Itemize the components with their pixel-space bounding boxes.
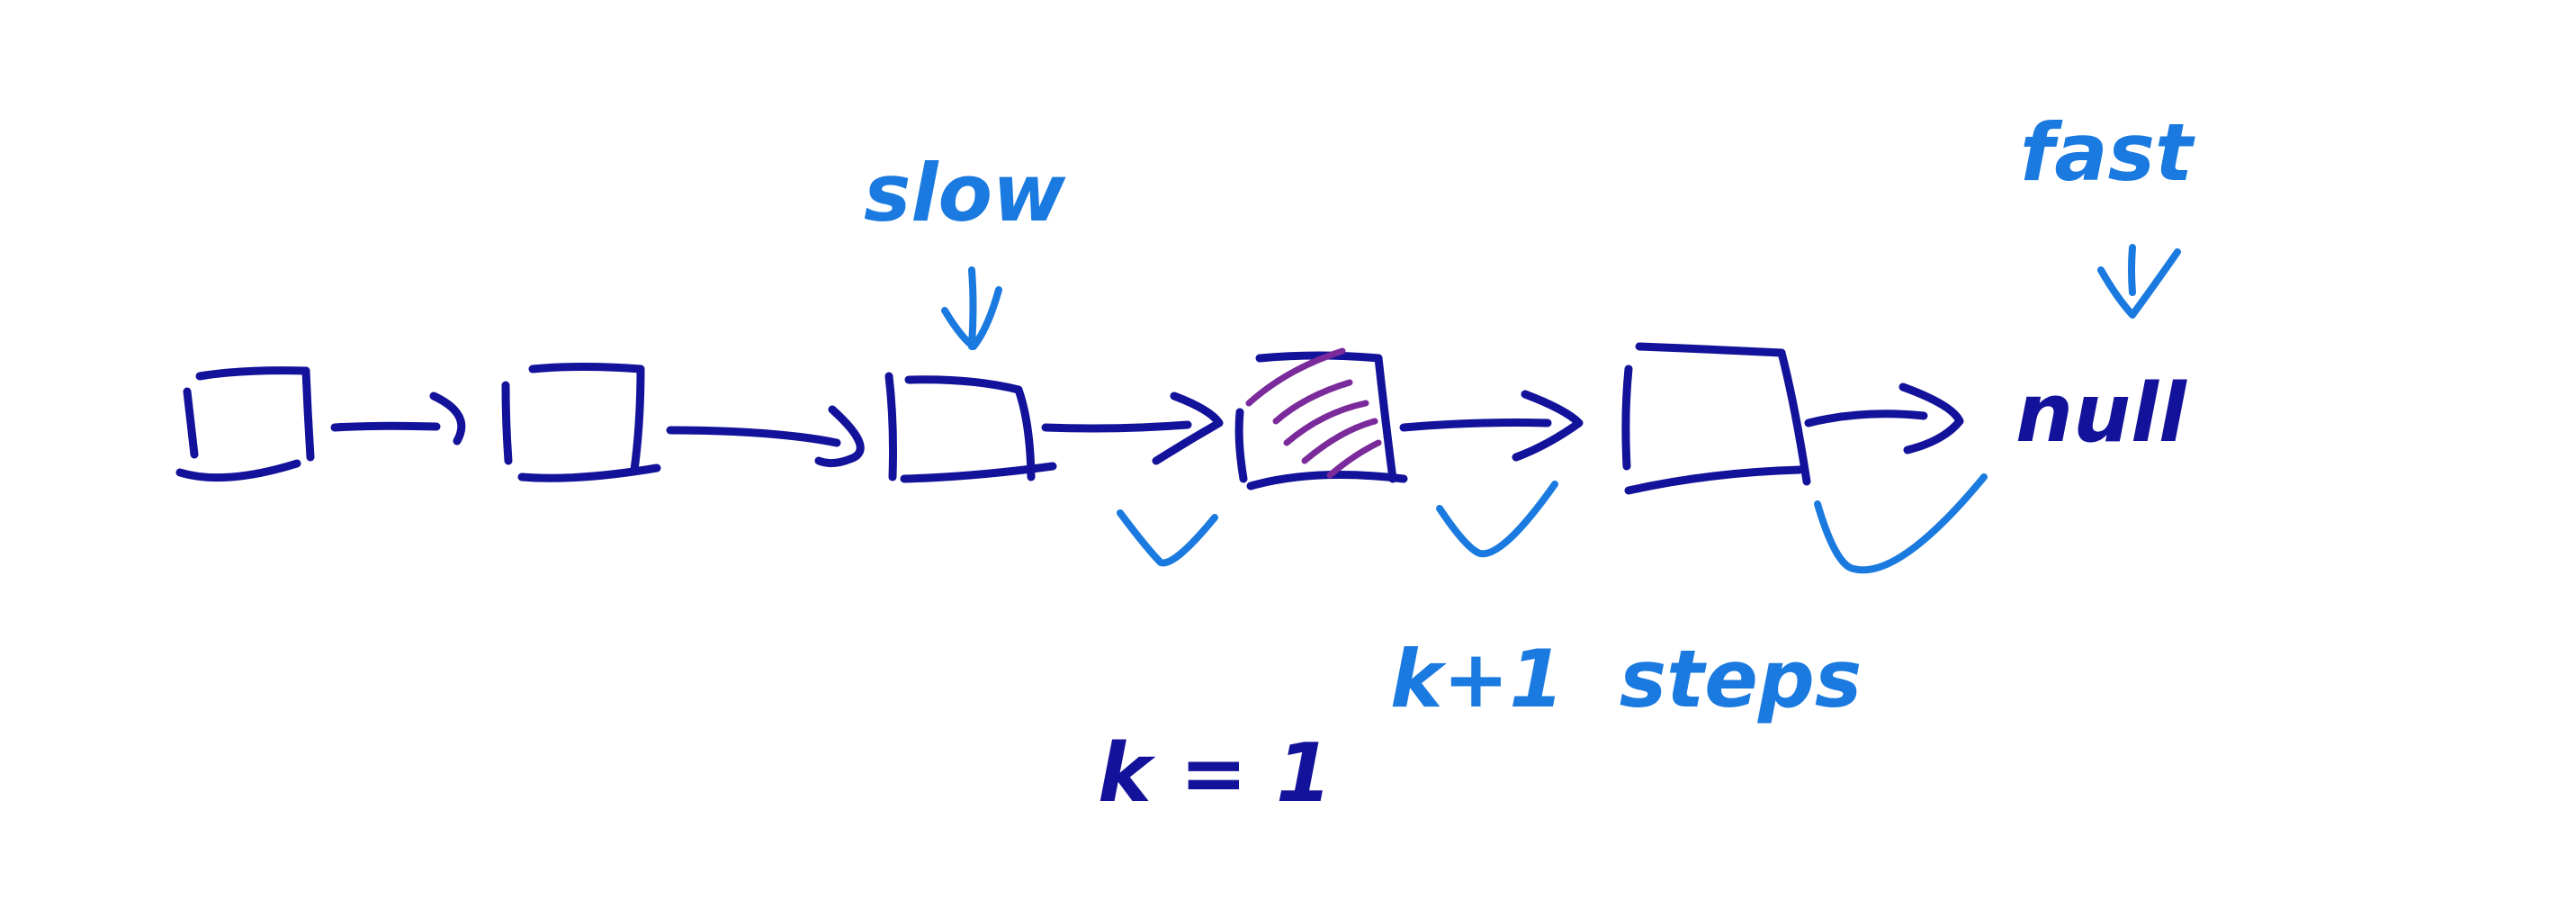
step-mark-3 [1814, 473, 1988, 574]
steps-label: k+1 steps [1390, 633, 1862, 725]
k-equals-label: k = 1 [1098, 726, 1333, 821]
list-node-2 [501, 363, 661, 482]
arrow-5-null [1804, 382, 1964, 454]
slow-pointer-arrow [941, 266, 1002, 350]
arrow-1-2 [330, 392, 466, 446]
arrow-3-4 [1041, 392, 1224, 465]
list-node-3 [884, 372, 1057, 483]
arrow-2-3 [666, 405, 865, 468]
slow-label: slow [864, 147, 1066, 239]
arrow-4-5 [1399, 390, 1584, 462]
fast-pointer-arrow [2097, 244, 2181, 319]
hatch-highlight [1245, 347, 1382, 479]
list-node-4-highlighted [1234, 347, 1408, 490]
list-node-5 [1621, 342, 1811, 495]
step-mark-2 [1436, 481, 1558, 558]
step-mark-1 [1117, 509, 1218, 567]
fast-label: fast [2020, 106, 2195, 199]
null-label: null [2015, 366, 2187, 461]
list-node-1 [175, 366, 315, 482]
